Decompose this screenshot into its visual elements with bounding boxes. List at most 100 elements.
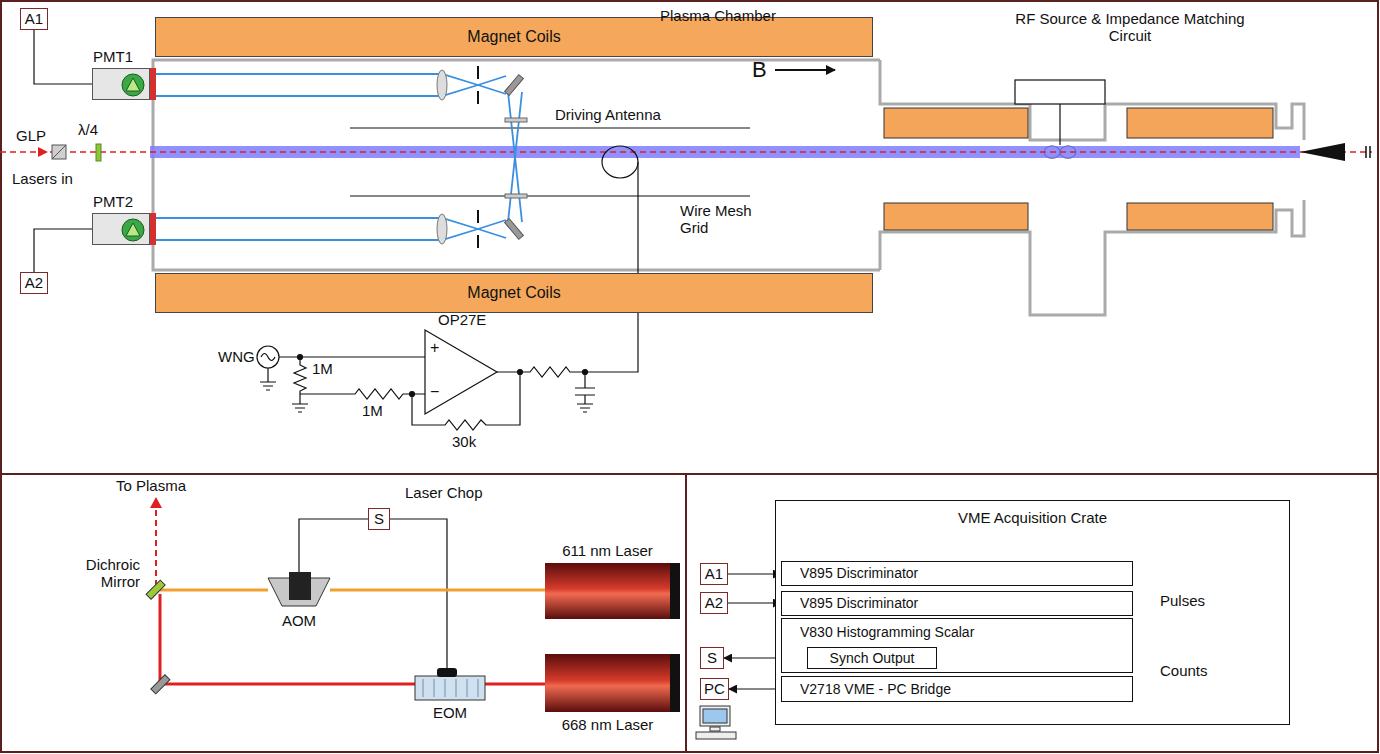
mirror-label: Dichroic Mirror [60, 556, 140, 591]
lens-and-mirror [505, 118, 527, 122]
signal-box: S [700, 647, 724, 669]
noise-generator-label: WNG [218, 348, 255, 365]
resistor-value: 30k [452, 433, 476, 450]
laser: 611 nm Laser [545, 563, 680, 619]
rf-source-coil [884, 203, 1028, 230]
photomultiplier: PMT2 [92, 213, 150, 245]
laser-beam-path [160, 589, 268, 592]
eom-icon [467, 679, 468, 697]
eom-icon [415, 676, 485, 700]
antenna [350, 128, 750, 196]
vme-module: V895 Discriminator [781, 561, 1133, 586]
computer-icon [696, 706, 736, 739]
polarizer-label: GLP [16, 127, 46, 144]
lens-and-mirror [505, 75, 524, 96]
node-text: PMT1 [93, 48, 133, 65]
node-text: PMT2 [93, 193, 133, 210]
signal-label: Counts [1160, 662, 1208, 679]
field-label: B [752, 57, 767, 82]
computer-icon [703, 709, 727, 723]
computer-icon [700, 706, 730, 726]
laser-beam-path [150, 497, 162, 508]
connector [34, 30, 92, 84]
collection-optics [156, 76, 506, 96]
plasma-column [0, 151, 1372, 153]
lens-and-mirror [437, 70, 447, 100]
rf-source-coil [1127, 203, 1273, 230]
node-text: A2 [25, 274, 43, 291]
eom-icon [445, 679, 446, 697]
plasma-chamber-wall [153, 60, 880, 270]
node-text: S [374, 510, 384, 527]
node-text: VME Acquisition Crate [776, 509, 1289, 526]
node-text: V2718 VME - PC Bridge [800, 681, 951, 697]
eom-icon [423, 679, 424, 697]
drive-circuit [257, 346, 279, 368]
polarizer-optics [52, 145, 66, 159]
pmt-icon [126, 223, 140, 236]
acousto-optic-modulator: AOM [268, 572, 330, 608]
output-port: Synch Output [807, 647, 937, 669]
antenna-label: Driving Antenna [555, 106, 661, 123]
laser: 668 nm Laser [545, 654, 680, 712]
drive-circuit [261, 354, 275, 361]
lens-and-mirror [150, 213, 156, 245]
node-text: AOM [282, 612, 316, 629]
panel-frame [685, 474, 687, 752]
rf-source-coil [884, 108, 1028, 138]
resistor-value: 1M [312, 360, 333, 377]
collection-optics [156, 220, 506, 240]
node-text: A2 [705, 594, 723, 611]
rf-source-coil [884, 108, 1273, 230]
signal-box: A2 [20, 272, 48, 294]
vme-module: V2718 VME - PC Bridge [781, 676, 1133, 702]
node-text: V830 Histogramming Scalar [800, 624, 974, 640]
pmt-icon [126, 78, 140, 91]
drive-circuit [497, 162, 638, 377]
node-text: 668 nm Laser [562, 716, 654, 733]
drive-circuit [425, 330, 497, 414]
polarizer-optics [52, 144, 101, 161]
electro-optic-modulator: EOM [415, 668, 485, 700]
connector [34, 229, 92, 272]
input-label: Lasers in [12, 170, 73, 187]
polarizer-optics [96, 144, 101, 161]
aom-icon [268, 572, 330, 608]
lens-and-mirror [505, 194, 527, 198]
lens-and-mirror [150, 68, 156, 100]
photomultiplier: PMT1 [92, 68, 150, 100]
plasma-column [1300, 143, 1345, 161]
connector [390, 519, 447, 668]
magnet-coil: Magnet Coils [155, 273, 873, 313]
collection-optics [156, 74, 522, 240]
b-field-arrow [775, 70, 835, 71]
laser-beam-path [146, 580, 165, 599]
node-text: Synch Output [830, 650, 915, 666]
pmt-icon [122, 74, 144, 96]
drive-circuit [292, 357, 308, 412]
rf-source-coil [1127, 108, 1273, 138]
antenna [602, 146, 638, 178]
connector [485, 683, 545, 686]
op-amp-label: OP27E [438, 311, 486, 328]
resistor-value: 1M [362, 402, 383, 419]
lens-and-mirror [437, 214, 447, 244]
plasma-chamber-wall [153, 60, 1304, 315]
connector [729, 688, 781, 689]
eom-icon [415, 668, 485, 700]
panel-frame [1, 473, 1378, 475]
lens-and-mirror [477, 66, 479, 248]
computer-label: PC [700, 678, 729, 700]
rf-source-title: RF Source & Impedance Matching Circuit [1010, 10, 1250, 45]
eom-icon [456, 679, 457, 697]
b-field-arrow [775, 69, 835, 71]
drive-circuit [298, 355, 303, 360]
connector [728, 602, 781, 603]
pmt-icon [122, 219, 144, 241]
laser-beam-path [151, 675, 170, 694]
chop-label: Laser Chop [405, 484, 483, 501]
acquisition-crate: V895 DiscriminatorV895 DiscriminatorSync… [775, 500, 1290, 725]
